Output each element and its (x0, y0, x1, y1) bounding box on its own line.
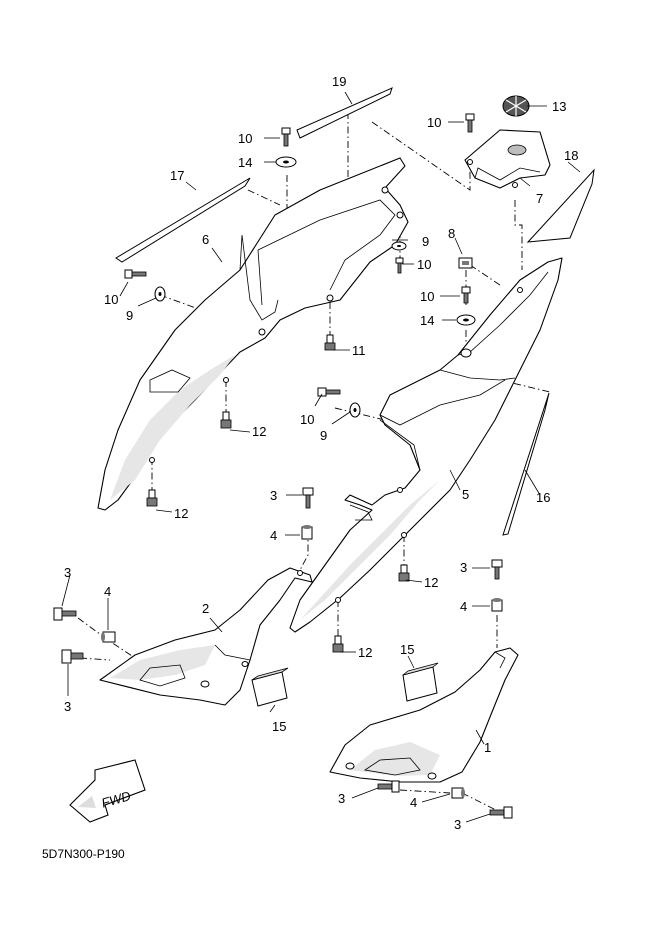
screw-icon (317, 387, 341, 397)
callout-15: 15 (400, 642, 414, 657)
leader-lines (61, 91, 581, 823)
callout-9: 9 (320, 428, 327, 443)
grommet-icon (146, 489, 158, 507)
grommet-icon (324, 334, 336, 351)
collar-icon (301, 525, 313, 540)
callout-5: 5 (462, 487, 469, 502)
callout-12: 12 (252, 424, 266, 439)
decal-19 (296, 87, 393, 139)
callout-6: 6 (202, 232, 209, 247)
bolt-icon (491, 559, 503, 580)
callout-10: 10 (420, 289, 434, 304)
decal-18 (526, 168, 595, 243)
callout-1: 1 (484, 740, 491, 755)
callout-10: 10 (238, 131, 252, 146)
callout-3: 3 (338, 791, 345, 806)
decal-17 (115, 177, 251, 263)
callout-4: 4 (460, 599, 467, 614)
clip-nut-icon (458, 257, 473, 269)
callout-3: 3 (270, 488, 277, 503)
collar-icon (451, 787, 465, 799)
callout-13: 13 (552, 99, 566, 114)
callout-4: 4 (104, 584, 111, 599)
callout-4: 4 (410, 795, 417, 810)
callout-3: 3 (64, 565, 71, 580)
lower-cover-part-1 (329, 647, 519, 783)
emblem-part-13 (502, 95, 530, 117)
callout-2: 2 (202, 601, 209, 616)
callout-10: 10 (300, 412, 314, 427)
collar-icon (491, 598, 503, 612)
callout-14: 14 (420, 313, 434, 328)
side-cover-part-6 (97, 157, 409, 511)
screw-icon (395, 257, 404, 274)
bolt-icon (53, 607, 77, 621)
callout-11: 11 (352, 343, 366, 358)
lower-cover-part-2 (99, 567, 313, 706)
diagram-code: 5D7N300-P190 (42, 847, 125, 861)
screw-icon (465, 113, 475, 133)
callout-14: 14 (238, 155, 252, 170)
screw-icon (461, 286, 471, 304)
callout-labels: 19 13 10 10 14 18 17 7 6 9 8 10 10 9 10 … (64, 74, 578, 832)
grommet-icon (398, 564, 410, 582)
callout-19: 19 (332, 74, 346, 89)
callout-18: 18 (564, 148, 578, 163)
decal-16 (502, 392, 550, 536)
screw-icon (281, 127, 291, 147)
bracket-part-7 (464, 129, 551, 189)
screw-icon (124, 269, 147, 279)
callout-10: 10 (417, 257, 431, 272)
grommet-icon (332, 635, 344, 653)
callout-16: 16 (536, 490, 550, 505)
callout-10: 10 (104, 292, 118, 307)
bolt-icon (302, 487, 314, 509)
callout-9: 9 (126, 308, 133, 323)
callout-12: 12 (358, 645, 372, 660)
callout-9: 9 (422, 234, 429, 249)
bolt-icon (377, 780, 400, 793)
bolt-icon (489, 806, 513, 819)
hardware (53, 113, 513, 819)
damper-pad-icon (402, 662, 439, 702)
callout-4: 4 (270, 528, 277, 543)
callout-3: 3 (64, 699, 71, 714)
callout-10: 10 (427, 115, 441, 130)
damper-pad-icon (251, 667, 289, 707)
bolt-icon (61, 649, 84, 664)
callout-8: 8 (448, 226, 455, 241)
callout-7: 7 (536, 191, 543, 206)
forward-arrow-icon: FWD (69, 759, 146, 823)
callout-3: 3 (460, 560, 467, 575)
callout-12: 12 (174, 506, 188, 521)
callout-3: 3 (454, 817, 461, 832)
grommet-icon (220, 411, 232, 429)
side-cover-part-5 (289, 257, 563, 633)
collar-icon (101, 631, 116, 643)
callout-12: 12 (424, 575, 438, 590)
callout-17: 17 (170, 168, 184, 183)
callout-15: 15 (272, 719, 286, 734)
